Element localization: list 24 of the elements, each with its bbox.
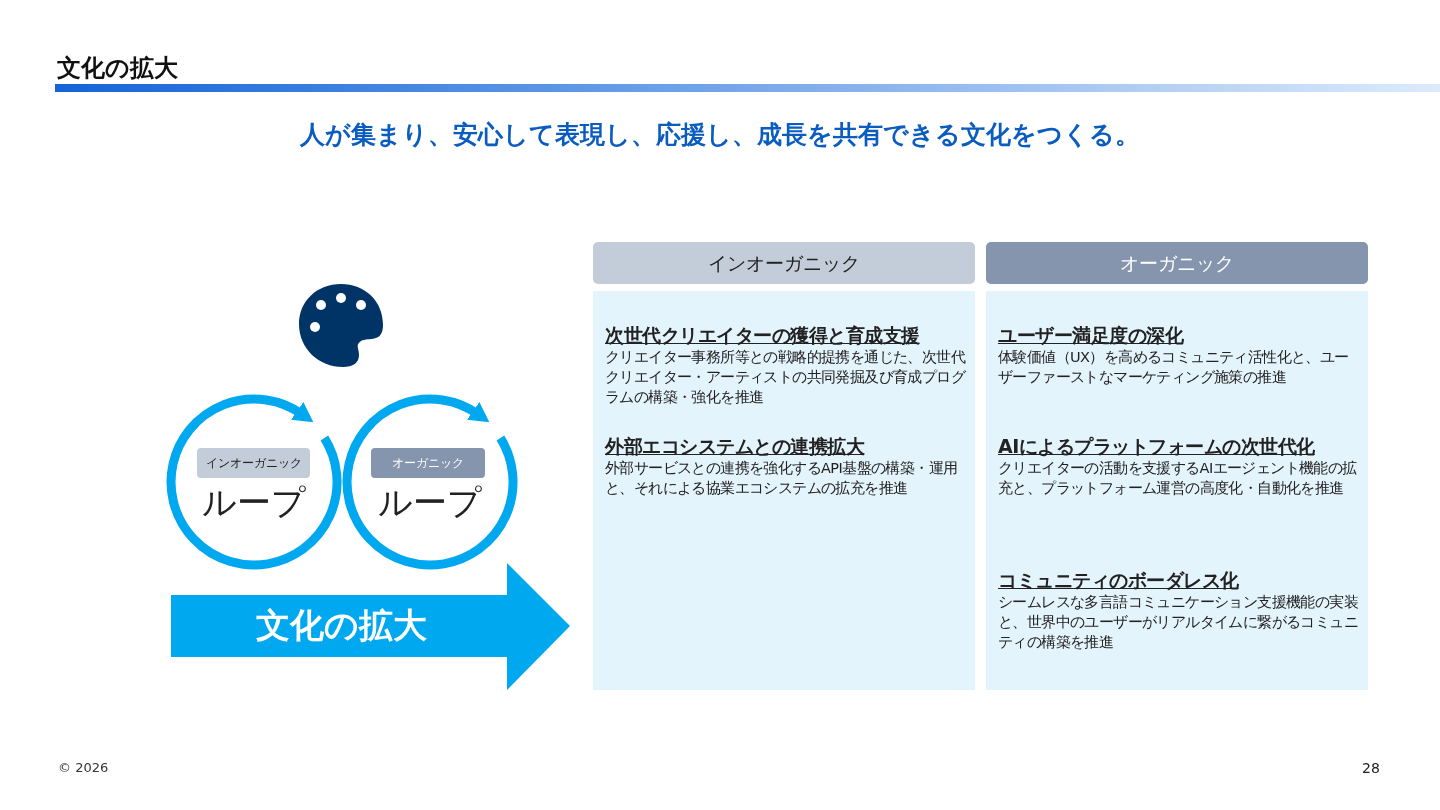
- item-description: 外部サービスとの連携を強化するAPI基盤の構築・運用と、それによる協業エコシステムの拡充を推進: [605, 459, 959, 498]
- loop-label: ループ: [201, 481, 307, 524]
- page-number: 28: [1362, 760, 1380, 776]
- tagline: 人が集まり、安心して表現し、応援し、成長を共有できる文化をつくる。: [299, 119, 1141, 151]
- column-panel: [593, 291, 975, 690]
- item-heading: コミュニティのボーダレス化: [998, 568, 1240, 593]
- column-panel: [986, 291, 1368, 690]
- big-arrow: [171, 563, 571, 690]
- loop-label: ループ: [377, 481, 483, 524]
- badge-label: オーガニック: [371, 448, 485, 478]
- page-title: 文化の拡大: [57, 53, 178, 84]
- column-header: オーガニック: [986, 242, 1368, 284]
- badge-label: インオーガニック: [197, 448, 310, 478]
- copyright-text: © 2026: [58, 760, 109, 775]
- column-header: インオーガニック: [593, 242, 975, 284]
- item-heading: 次世代クリエイターの獲得と育成支援: [605, 323, 921, 348]
- item-description: シームレスな多言語コミュニケーション支援機能の実装と、世界中のユーザーがリアルタイムに繋がるコミュニティの構築を推進: [998, 593, 1359, 652]
- item-description: クリエイター事務所等との戦略的提携を通じた、次世代クリエイター・アーティストの共同発掘及び育成プログラムの構築・強化を推進: [605, 348, 967, 407]
- item-description: 体験価値（UX）を高めるコミュニティ活性化と、ユーザーファーストなマーケティング施策の推進: [998, 348, 1350, 387]
- item-heading: 外部エコシステムとの連携拡大: [605, 434, 866, 459]
- arrow-label: 文化の拡大: [254, 604, 428, 647]
- item-heading: ユーザー満足度の深化: [998, 323, 1185, 348]
- item-description: クリエイターの活動を支援するAIエージェント機能の拡充と、プラットフォーム運営の高度化・自動化を推進: [998, 459, 1358, 498]
- item-heading: AIによるプラットフォームの次世代化: [998, 434, 1316, 459]
